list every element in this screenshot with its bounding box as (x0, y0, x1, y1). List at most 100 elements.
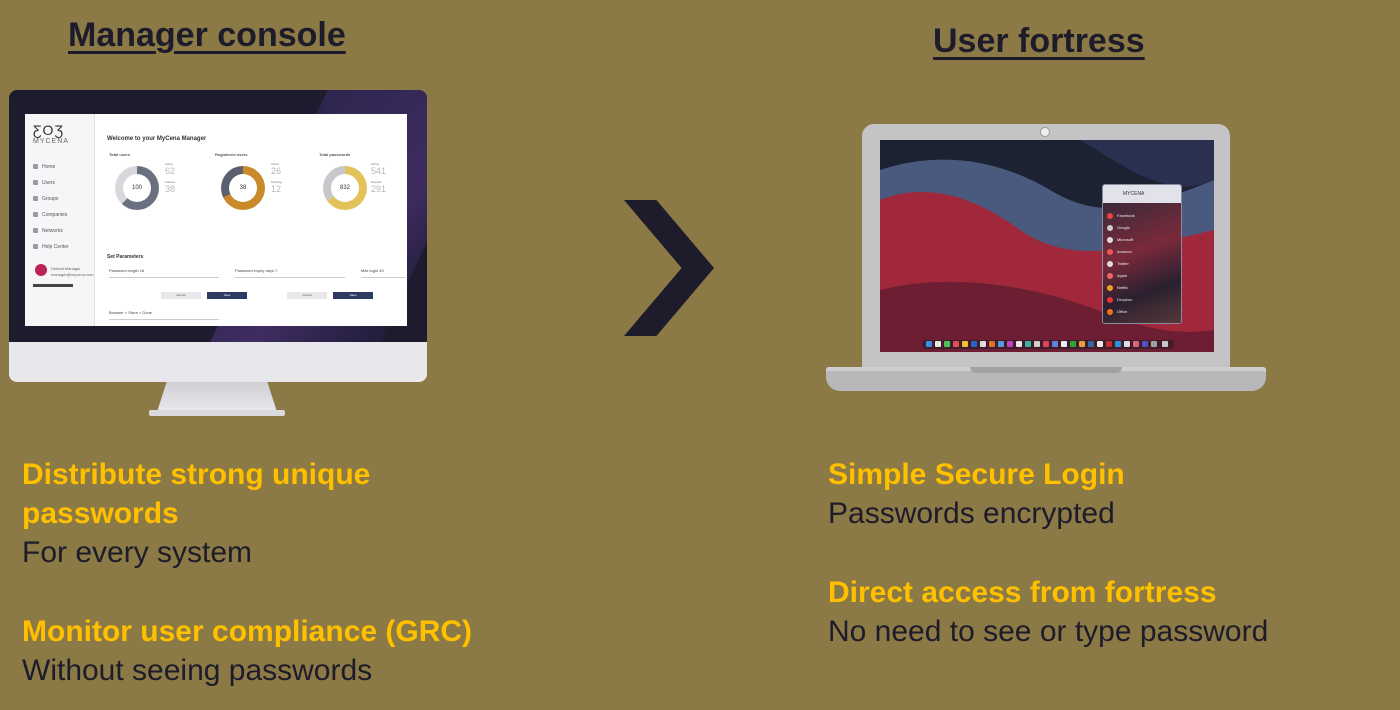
list-item[interactable]: Apple (1107, 273, 1179, 280)
mycena-logo-icon: ƸOƷ (33, 122, 64, 138)
stat-bottom-value: 291 (371, 184, 387, 194)
dock-app-icon[interactable] (935, 341, 941, 347)
console-sidebar: ƸOƷ MYCENA Home Users Groups Companies N… (25, 114, 95, 326)
field-label: Password expiry days (235, 268, 274, 273)
list-item[interactable]: Twitter (1107, 261, 1179, 268)
dock-app-icon[interactable] (944, 341, 950, 347)
sidebar-item-help[interactable]: Help Center (33, 244, 69, 250)
dock-app-icon[interactable] (1088, 341, 1094, 347)
list-item-label: Dropbox (1117, 297, 1133, 302)
list-item[interactable]: Netflix (1107, 285, 1179, 292)
donut-chart-registered (221, 166, 265, 210)
list-item[interactable]: Amazon (1107, 249, 1179, 256)
expiry-field[interactable]: Password expiry days 7 (235, 268, 345, 278)
list-item[interactable]: Facebook (1107, 213, 1179, 220)
dock-app-icon[interactable] (1052, 341, 1058, 347)
list-item-label: Google (1117, 225, 1130, 230)
dock-app-icon[interactable] (1061, 341, 1067, 347)
dock-app-icon[interactable] (962, 341, 968, 347)
dock-app-icon[interactable] (953, 341, 959, 347)
dock-app-icon[interactable] (1070, 341, 1076, 347)
parameters-title: Set Parameters (107, 254, 144, 260)
dock (922, 340, 1174, 349)
feature-access-desc: No need to see or type password (828, 615, 1269, 648)
list-item[interactable]: Microsoft (1107, 237, 1179, 244)
mycena-fortress-popup[interactable]: MYCENA Facebook Google Microsoft Amazon … (1102, 184, 1182, 324)
stat-bottom-label: Pending (271, 180, 283, 184)
user-email: manager@mycena.com (51, 272, 94, 277)
dock-app-icon[interactable] (998, 341, 1004, 347)
max-login-field[interactable]: Max login 40 (361, 268, 405, 278)
list-item-label: Amazon (1117, 249, 1132, 254)
dock-app-icon[interactable] (1142, 341, 1148, 347)
stat-top-value: 62 (165, 166, 176, 176)
donut-value: 832 (339, 185, 350, 191)
chevron-right-icon (624, 200, 714, 336)
field-value: 16 (139, 268, 145, 273)
save-button[interactable]: Save (207, 292, 247, 299)
trash-icon[interactable] (1162, 341, 1168, 347)
dock-app-icon[interactable] (1043, 341, 1049, 347)
sidebar-item-home[interactable]: Home (33, 164, 55, 170)
field-label: Password length (109, 268, 139, 273)
list-item[interactable]: Dropbox (1107, 297, 1179, 304)
dock-app-icon[interactable] (1115, 341, 1121, 347)
save-button[interactable]: Save (333, 292, 373, 299)
popup-brand: MYCENA (1123, 191, 1145, 197)
stat-top-value: 541 (371, 166, 387, 176)
monitor-illustration: ƸOƷ MYCENA Home Users Groups Companies N… (9, 90, 427, 416)
stat-bottom-value: 38 (165, 184, 176, 194)
stat-top-value: 26 (271, 166, 282, 176)
donut-value: 100 (131, 185, 142, 191)
stat-top-label: Active (271, 162, 280, 166)
feature-login-title: Simple Secure Login (828, 458, 1125, 491)
donut-label: Total passwords (319, 152, 351, 157)
dock-app-icon[interactable] (989, 341, 995, 347)
password-length-field[interactable]: Password length 16 (109, 268, 219, 278)
dock-app-icon[interactable] (1106, 341, 1112, 347)
dock-app-icon[interactable] (971, 341, 977, 347)
feature-monitor-desc: Without seeing passwords (22, 654, 373, 687)
dock-app-icon[interactable] (1034, 341, 1040, 347)
dock-app-icon[interactable] (1025, 341, 1031, 347)
dock-app-icon[interactable] (1151, 341, 1157, 347)
dock-app-icon[interactable] (1079, 341, 1085, 347)
popup-background (1103, 203, 1181, 323)
list-item[interactable]: Google (1107, 225, 1179, 232)
dock-app-icon[interactable] (1097, 341, 1103, 347)
cancel-button[interactable]: Cancel (161, 292, 201, 299)
dock-app-icon[interactable] (1007, 341, 1013, 347)
user-fortress-title: User fortress (933, 22, 1145, 60)
manager-console-title: Manager console (68, 16, 346, 54)
sidebar-item-groups[interactable]: Groups (33, 196, 58, 202)
camera-icon (1040, 127, 1050, 137)
dock-app-icon[interactable] (980, 341, 986, 347)
sidebar-item-networks[interactable]: Networks (33, 228, 63, 234)
feature-distribute-line1: Distribute strong unique (22, 458, 371, 491)
laptop-notch (970, 367, 1122, 373)
list-item-label: Office (1117, 309, 1128, 314)
dock-app-icon[interactable] (1124, 341, 1130, 347)
field-value: 40 (379, 268, 384, 273)
dock-app-icon[interactable] (1016, 341, 1022, 347)
user-name: Default Manager (51, 266, 81, 271)
dock-app-icon[interactable] (926, 341, 932, 347)
donut-value: 38 (239, 185, 247, 191)
sidebar-item-companies[interactable]: Companies (33, 212, 67, 218)
list-item[interactable]: Office (1107, 309, 1179, 316)
avatar[interactable] (35, 264, 47, 276)
dock-app-icon[interactable] (1133, 341, 1139, 347)
donut-chart-passwords (323, 166, 367, 210)
manager-console-screen: ƸOƷ MYCENA Home Users Groups Companies N… (25, 114, 407, 326)
sidebar-item-users[interactable]: Users (33, 180, 55, 186)
cancel-button[interactable]: Cancel (287, 292, 327, 299)
feature-access-title: Direct access from fortress (828, 576, 1217, 609)
stat-top-label: Active (165, 162, 174, 166)
list-item-label: Twitter (1117, 261, 1129, 266)
donut-label: Registered users (215, 152, 248, 157)
